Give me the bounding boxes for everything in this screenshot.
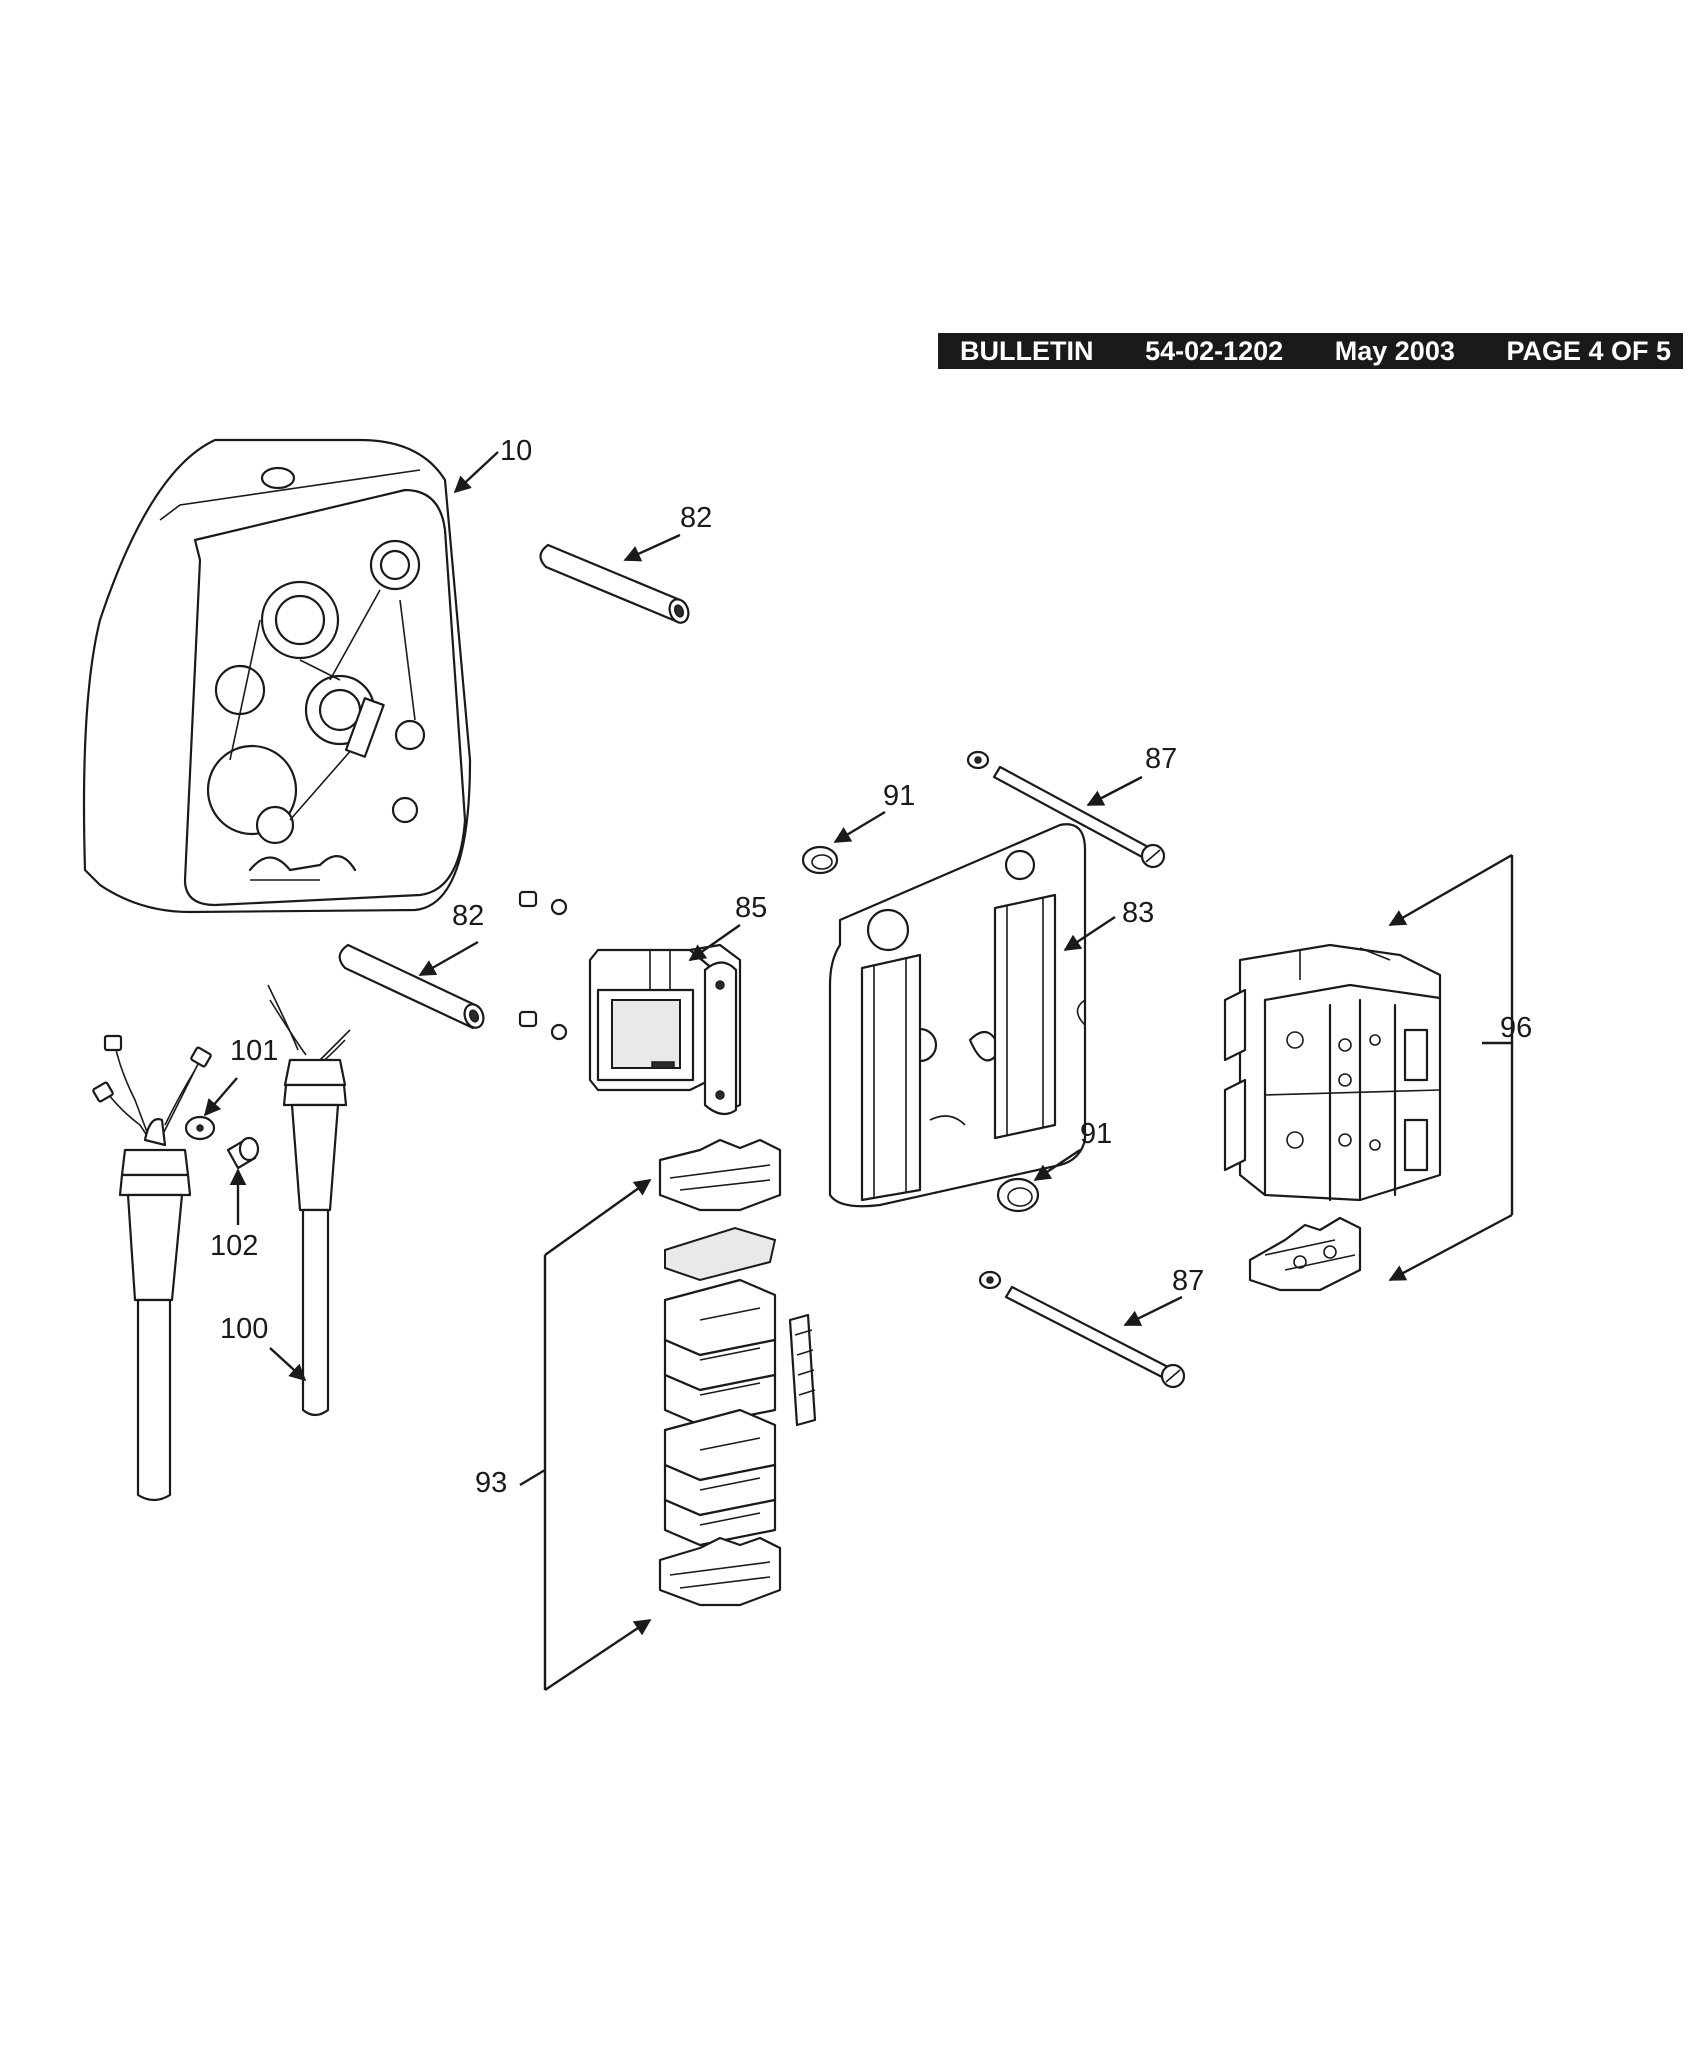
small-screws: [518, 890, 568, 1041]
part-102-screw: [226, 1136, 260, 1170]
leader-lines: [203, 451, 1514, 1691]
part-100-cord-grip-left: [92, 1034, 212, 1502]
callout-82-lower: 82: [452, 900, 484, 932]
callout-10: 10: [500, 435, 532, 467]
part-91-clip-upper: [801, 845, 839, 875]
callout-93: 93: [475, 1467, 507, 1499]
callout-100: 100: [220, 1313, 268, 1345]
part-87-screw-lower: [978, 1270, 1186, 1389]
bulletin-date: May 2003: [1334, 335, 1455, 366]
part-93-terminal-block-stack: [658, 1138, 817, 1607]
part-85-transformer: [588, 943, 742, 1116]
callout-91-lower: 91: [1080, 1118, 1112, 1150]
part-96-end-block: [1248, 1216, 1362, 1292]
bulletin-number: 54-02-1202: [1145, 335, 1284, 366]
part-87-screw-upper: [966, 750, 1166, 869]
callout-101: 101: [230, 1035, 278, 1067]
callout-85: 85: [735, 892, 767, 924]
part-10-enclosure: [82, 438, 472, 914]
part-82-rod-lower: [338, 943, 485, 1030]
part-83-mounting-plate: [828, 823, 1087, 1208]
callout-82-upper: 82: [680, 502, 712, 534]
part-96-contactor-assembly: [1223, 943, 1442, 1202]
page-indicator: PAGE 4 OF 5: [1506, 335, 1671, 366]
callout-87-lower: 87: [1172, 1265, 1204, 1297]
part-91-clip-lower: [996, 1177, 1040, 1213]
bulletin-label: BULLETIN: [960, 335, 1094, 366]
callout-96: 96: [1500, 1012, 1532, 1044]
bulletin-header: BULLETIN 54-02-1202 May 2003 PAGE 4 OF 5: [938, 333, 1683, 369]
part-100-cord-grip-right: [267, 984, 351, 1417]
callout-83: 83: [1122, 897, 1154, 929]
callout-91-upper: 91: [883, 780, 915, 812]
callout-labels: 10 82 82 87 87 91 91 85 83 96 101 102 10…: [210, 435, 1532, 1499]
callout-102: 102: [210, 1230, 258, 1262]
part-82-rod-upper: [539, 543, 690, 624]
part-101-washer: [184, 1115, 216, 1141]
callout-87-upper: 87: [1145, 743, 1177, 775]
